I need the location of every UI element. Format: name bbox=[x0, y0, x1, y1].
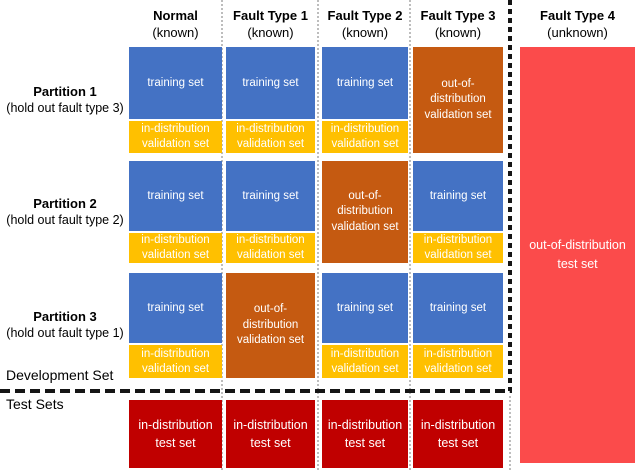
test-sets-label: Test Sets bbox=[6, 396, 64, 412]
column-divider-dotted bbox=[509, 391, 511, 470]
column-divider-dotted bbox=[221, 0, 223, 470]
column-divider-dotted bbox=[317, 0, 319, 470]
column-title: Normal bbox=[153, 8, 198, 23]
cell-p1-fault1-id-validation: in-distribution validation set bbox=[226, 121, 315, 153]
column-title: Fault Type 3 bbox=[420, 8, 496, 23]
partition-2-label: Partition 2 (hold out fault type 2) bbox=[0, 196, 130, 228]
development-test-dashed-divider bbox=[0, 389, 512, 393]
partition-subtitle: (hold out fault type 2) bbox=[6, 213, 124, 227]
cell-p2-normal-id-validation: in-distribution validation set bbox=[129, 233, 222, 263]
cell-p2-normal-training: training set bbox=[129, 161, 222, 231]
column-title: Fault Type 4 bbox=[540, 8, 615, 23]
column-divider-dotted bbox=[409, 0, 411, 470]
column-title: Fault Type 1 bbox=[233, 8, 308, 23]
cell-p3-fault2-id-validation: in-distribution validation set bbox=[322, 345, 408, 378]
cell-p2-fault2-ood-validation: out-of- distribution validation set bbox=[322, 161, 408, 263]
partition-3-label: Partition 3 (hold out fault type 1) bbox=[0, 309, 130, 341]
column-subtitle: (known) bbox=[247, 25, 294, 40]
column-header-fault-type-2: Fault Type 2 (known) bbox=[322, 7, 408, 41]
cell-test-normal-id-test: in-distribution test set bbox=[129, 400, 222, 468]
cell-fault4-ood-test: out-of-distribution test set bbox=[520, 47, 635, 463]
partition-title: Partition 3 bbox=[33, 309, 97, 324]
cell-p1-fault1-training: training set bbox=[226, 47, 315, 119]
column-subtitle: (known) bbox=[341, 25, 389, 40]
column-header-fault-type-4: Fault Type 4 (unknown) bbox=[520, 7, 635, 41]
cell-p3-normal-id-validation: in-distribution validation set bbox=[129, 345, 222, 378]
cell-p1-normal-training: training set bbox=[129, 47, 222, 119]
cell-p2-fault3-training: training set bbox=[413, 161, 503, 231]
partition-title: Partition 2 bbox=[33, 196, 97, 211]
column-header-normal: Normal (known) bbox=[129, 7, 222, 41]
cell-p3-fault2-training: training set bbox=[322, 273, 408, 343]
partition-subtitle: (hold out fault type 3) bbox=[6, 101, 124, 115]
cell-p3-normal-training: training set bbox=[129, 273, 222, 343]
cell-p2-fault1-training: training set bbox=[226, 161, 315, 231]
cell-p3-fault1-ood-validation: out-of- distribution validation set bbox=[226, 273, 315, 378]
partition-title: Partition 1 bbox=[33, 84, 97, 99]
cell-test-fault1-id-test: in-distribution test set bbox=[226, 400, 315, 468]
cell-p3-fault3-training: training set bbox=[413, 273, 503, 343]
cell-p1-fault3-ood-validation: out-of- distribution validation set bbox=[413, 47, 503, 153]
partition-subtitle: (hold out fault type 1) bbox=[6, 326, 124, 340]
column-header-fault-type-3: Fault Type 3 (known) bbox=[413, 7, 503, 41]
column-title: Fault Type 2 bbox=[327, 8, 403, 23]
cell-test-fault3-id-test: in-distribution test set bbox=[413, 400, 503, 468]
column-subtitle: (unknown) bbox=[547, 25, 608, 40]
cell-p2-fault3-id-validation: in-distribution validation set bbox=[413, 233, 503, 263]
cell-p1-fault2-id-validation: in-distribution validation set bbox=[322, 121, 408, 153]
cell-p1-fault2-training: training set bbox=[322, 47, 408, 119]
cell-p3-fault3-id-validation: in-distribution validation set bbox=[413, 345, 503, 378]
known-unknown-dashed-divider bbox=[508, 0, 512, 391]
cell-p1-normal-id-validation: in-distribution validation set bbox=[129, 121, 222, 153]
cell-test-fault2-id-test: in-distribution test set bbox=[322, 400, 408, 468]
partition-1-label: Partition 1 (hold out fault type 3) bbox=[0, 84, 130, 116]
development-set-label: Development Set bbox=[6, 367, 114, 383]
column-subtitle: (known) bbox=[434, 25, 482, 40]
column-header-fault-type-1: Fault Type 1 (known) bbox=[226, 7, 315, 41]
cell-p2-fault1-id-validation: in-distribution validation set bbox=[226, 233, 315, 263]
column-subtitle: (known) bbox=[152, 25, 199, 40]
